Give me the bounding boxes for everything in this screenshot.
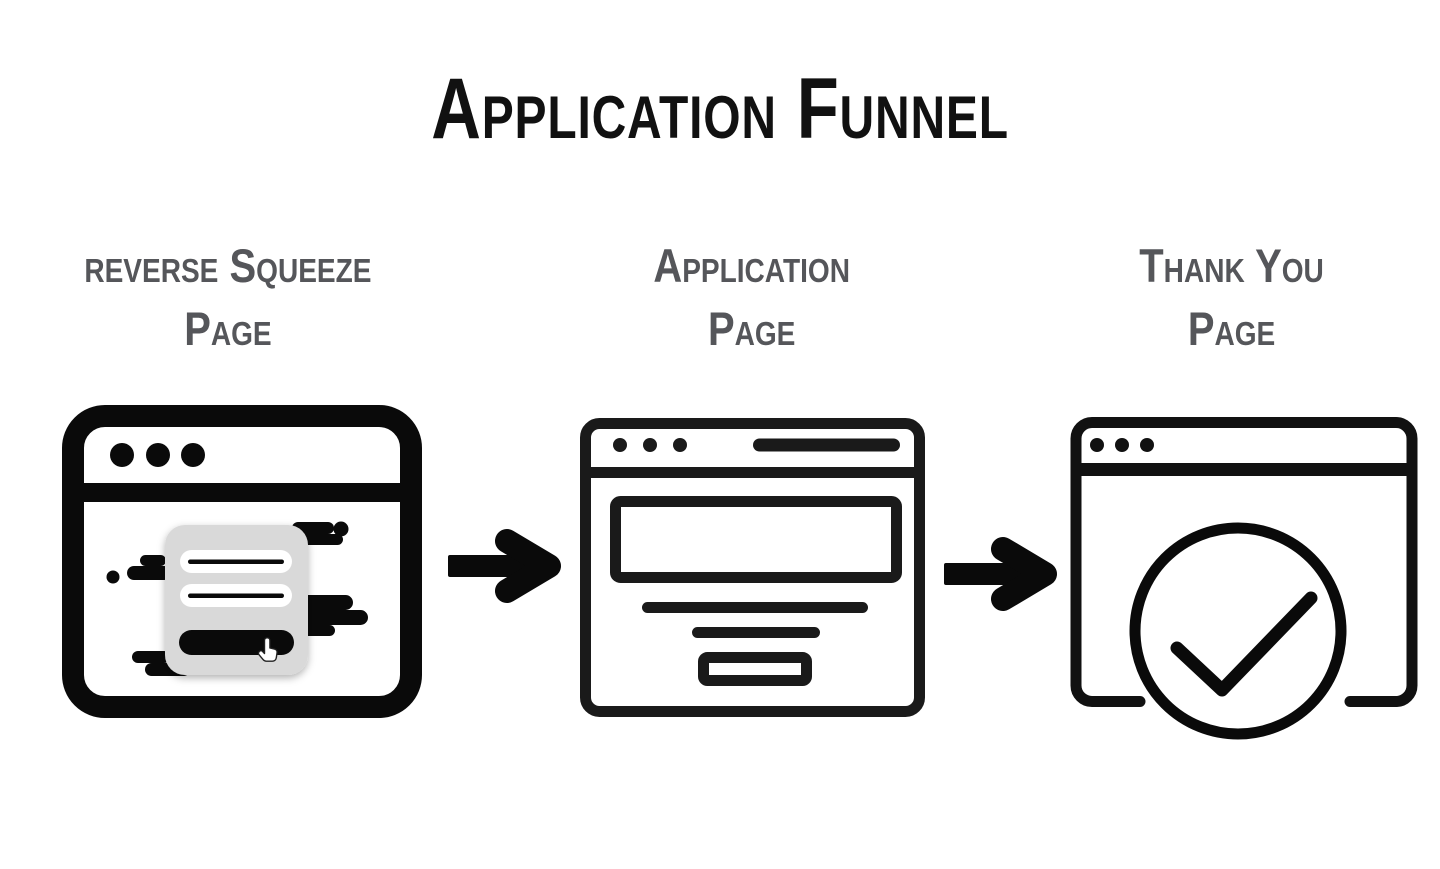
window-control-dots (613, 438, 687, 452)
hand-cursor-icon (257, 637, 278, 662)
optin-form-card (165, 525, 308, 675)
window-control-dots (1090, 438, 1154, 452)
header-divider (67, 483, 417, 502)
browser-window-checkmark-icon (1070, 417, 1418, 740)
stage-label-line: Application (653, 239, 851, 292)
window-frame (1070, 417, 1418, 707)
stage-label-line: Page (1188, 302, 1276, 355)
address-bar (753, 438, 900, 452)
window-control-dots (110, 443, 205, 467)
input-text-line (188, 593, 284, 598)
checkmark-circle-icon (1129, 522, 1347, 740)
stage-label-line: Thank You (1139, 239, 1325, 292)
header-divider (586, 467, 919, 478)
hero-block (610, 496, 902, 583)
stage-label-line: Page (184, 302, 272, 355)
stage-label-line: Page (708, 302, 796, 355)
header-divider (1076, 463, 1412, 476)
browser-window-form-icon (580, 418, 925, 717)
right-arrow-icon (944, 537, 1057, 611)
stage-label-thank-you-page: Thank You Page (1022, 234, 1440, 360)
input-text-line (188, 559, 284, 564)
submit-button (698, 652, 812, 686)
right-arrow-icon (448, 529, 561, 603)
stage-label-line: reverse Squeeze (84, 239, 372, 292)
diagram-title: Application Funnel (431, 61, 1009, 157)
stage-label-reverse-squeeze-page: reverse Squeeze Page (18, 234, 438, 360)
text-line (692, 627, 820, 638)
text-line (642, 602, 868, 613)
browser-window-optin-form-icon (62, 405, 422, 718)
stage-label-application-page: Application Page (542, 234, 962, 360)
